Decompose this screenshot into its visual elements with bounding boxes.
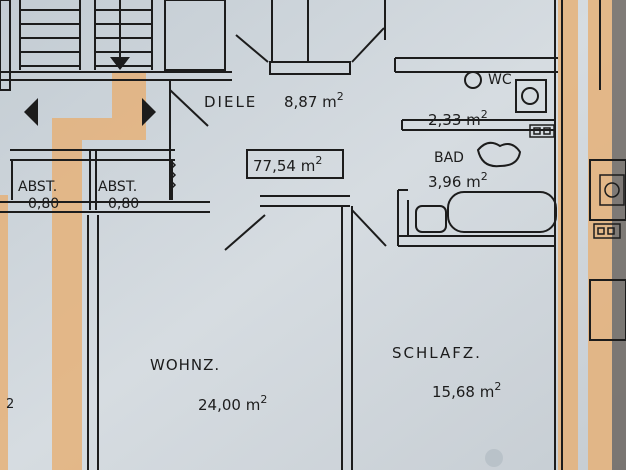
abst-2-label: ABST.	[98, 179, 137, 195]
abst-1-label: ABST.	[18, 179, 57, 195]
arrow-left-icon	[24, 98, 38, 126]
wc-label: WC	[488, 72, 512, 88]
diele-area: 8,87 m2	[284, 90, 344, 111]
staircase	[0, 0, 232, 81]
bad-area: 3,96 m2	[428, 170, 488, 191]
wohnz-label: WOHNZ.	[150, 356, 220, 374]
paper-spot	[485, 449, 503, 467]
abst-2-area: 0,80	[108, 196, 139, 212]
total-area: 77,54 m2	[253, 154, 322, 175]
bathtub	[415, 191, 557, 233]
socket-icon	[529, 124, 625, 239]
washbasin	[476, 141, 522, 168]
wc-area: 2,33 m2	[428, 108, 488, 129]
arrow-right-icon	[142, 98, 156, 126]
bad-label: BAD	[434, 150, 464, 166]
toilet	[464, 71, 547, 113]
partial-area-superscript: 2	[6, 397, 14, 412]
zigzag-wall-mark	[168, 159, 177, 191]
paper-edge	[612, 0, 626, 470]
abst-1-area: 0,80	[28, 196, 59, 212]
wohnz-area: 24,00 m2	[198, 393, 267, 414]
diele-label: DIELE	[204, 93, 257, 111]
schlafz-area: 15,68 m2	[432, 380, 501, 401]
stair-arrow-down-icon	[110, 57, 130, 70]
schlafz-label: SCHLAFZ.	[392, 344, 482, 362]
